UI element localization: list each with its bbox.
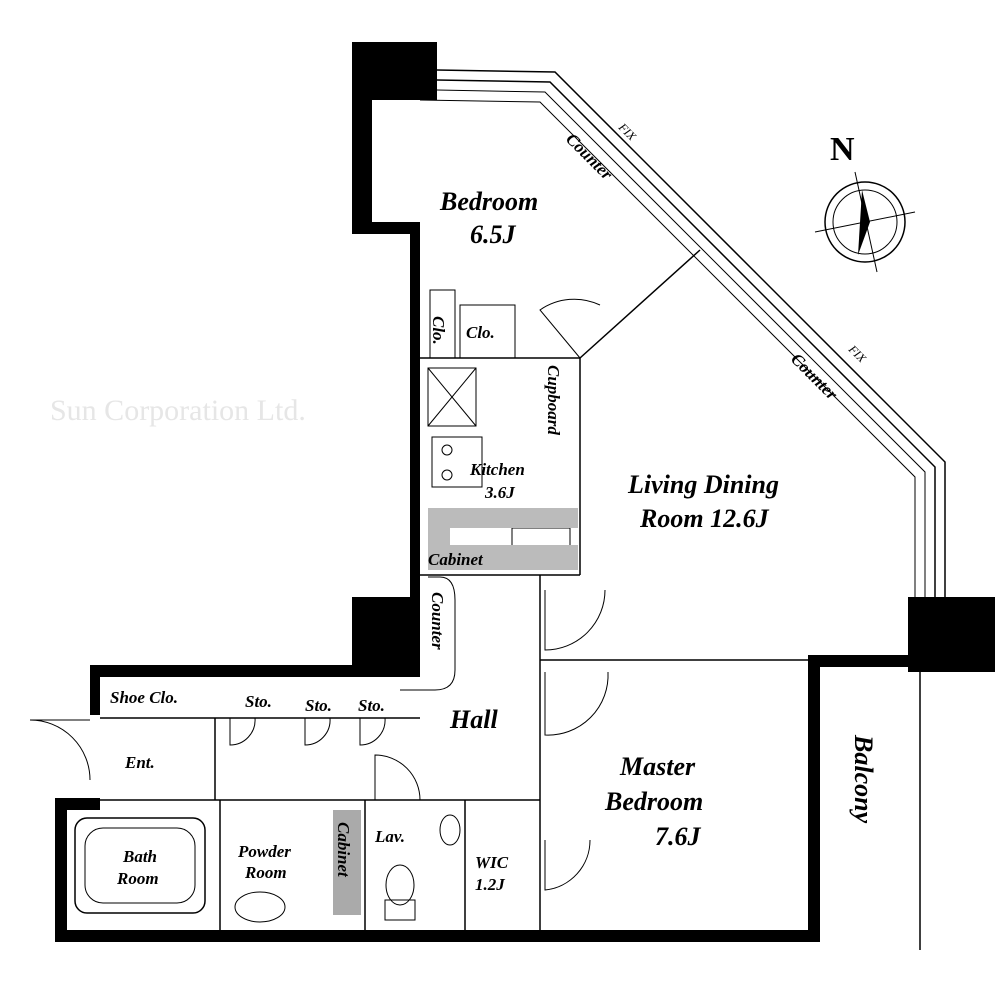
doors (29, 298, 609, 891)
hall-label: Hall (449, 705, 498, 734)
powder-label: Powder (237, 842, 291, 861)
storage-label-2: Sto. (305, 696, 332, 715)
powder-cabinet-label: Cabinet (334, 822, 353, 878)
bedroom-label: Bedroom (439, 187, 538, 216)
closet-label-2: Clo. (466, 323, 495, 342)
entrance-label: Ent. (124, 753, 155, 772)
counter-right-label: Counter (787, 349, 841, 403)
storage-label-1: Sto. (245, 692, 272, 711)
counter-top-label: Counter (562, 129, 616, 183)
kitchen-label: Kitchen (469, 460, 525, 479)
bedroom-size: 6.5J (470, 220, 517, 249)
closet-label-1: Clo. (429, 316, 448, 345)
master-label-2: Bedroom (604, 787, 703, 816)
watermark: Sun Corporation Ltd. (50, 394, 306, 427)
balcony-label: Balcony (849, 734, 878, 824)
fix-right-label: FIX (845, 342, 869, 366)
compass: N (814, 131, 916, 273)
cupboard-label: Cupboard (544, 365, 563, 435)
kitchen-cabinet-label: Cabinet (428, 550, 484, 569)
walls (55, 42, 995, 942)
master-label: Master (619, 752, 696, 781)
powder-label-2: Room (244, 863, 287, 882)
lav-label: Lav. (374, 827, 405, 846)
interior-partitions (74, 249, 921, 950)
north-arrow-icon (858, 190, 870, 255)
counter-kitchen-label: Counter (428, 592, 447, 650)
kitchen-size: 3.6J (484, 483, 515, 502)
living-size: Room 12.6J (639, 504, 770, 533)
living-label: Living Dining (627, 470, 779, 499)
bath-label: Bath (122, 847, 157, 866)
compass-label: N (830, 131, 855, 168)
exterior-window-frame (419, 69, 946, 600)
bath-label-2: Room (116, 869, 159, 888)
master-size: 7.6J (655, 822, 702, 851)
storage-label-3: Sto. (358, 696, 385, 715)
fix-top-label: FIX (615, 120, 639, 144)
wic-size: 1.2J (475, 875, 505, 894)
wic-label: WIC (475, 853, 509, 872)
shoe-closet-label: Shoe Clo. (110, 688, 178, 707)
